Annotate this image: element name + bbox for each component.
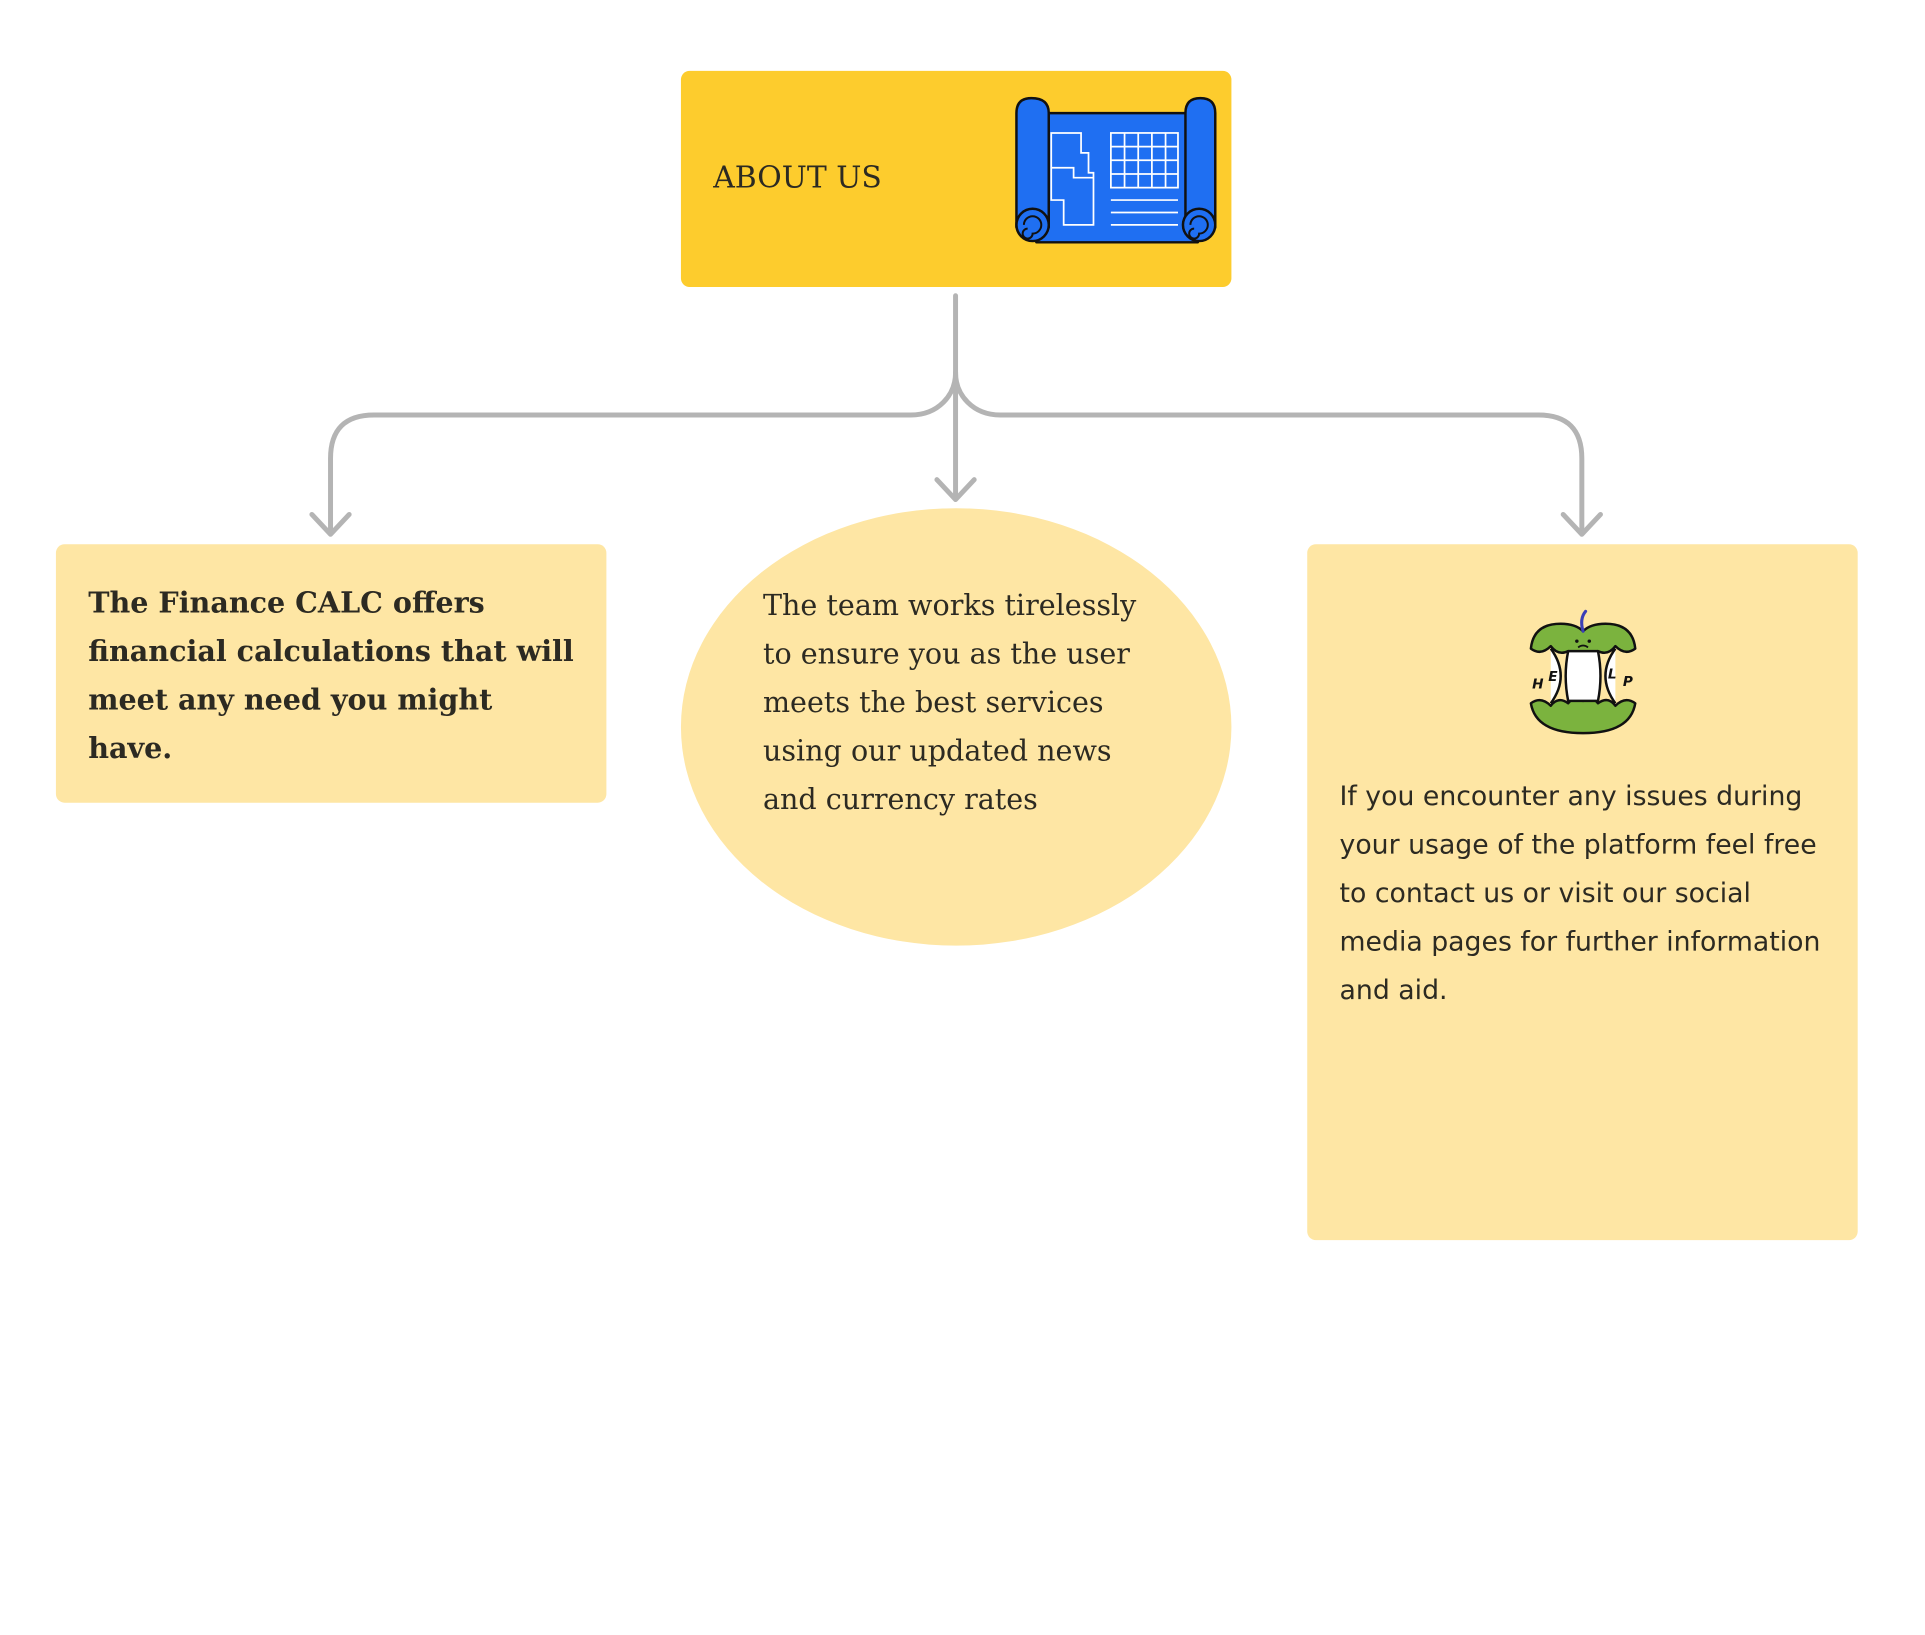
finance-calc-text: The Finance CALC offers financial calcul… (88, 586, 574, 766)
team-node: The team works tirelessly to ensure you … (680, 508, 1232, 946)
arrowhead-right (1560, 511, 1603, 537)
finance-calc-node: The Finance CALC offers financial calcul… (55, 544, 607, 803)
connector-to-left (328, 370, 959, 535)
help-letter-p: P (1623, 674, 1633, 690)
team-text: The team works tirelessly to ensure you … (762, 590, 1137, 817)
help-apple-core-icon: H E L P (1529, 609, 1637, 735)
help-letter-h: H (1532, 676, 1544, 692)
help-text: If you encounter any issues during your … (1339, 781, 1821, 1007)
help-letter-l: L (1608, 666, 1617, 682)
arrowhead-left (309, 511, 352, 537)
arrowhead-middle (934, 477, 977, 503)
connector-to-right (953, 370, 1585, 535)
help-letter-e: E (1548, 669, 1558, 685)
about-us-title: ABOUT US (713, 160, 882, 196)
blueprint-scroll-icon (1015, 96, 1217, 244)
help-node: H E L P If you encounter any issues duri… (1307, 544, 1858, 1241)
about-us-node: ABOUT US (680, 70, 1232, 288)
